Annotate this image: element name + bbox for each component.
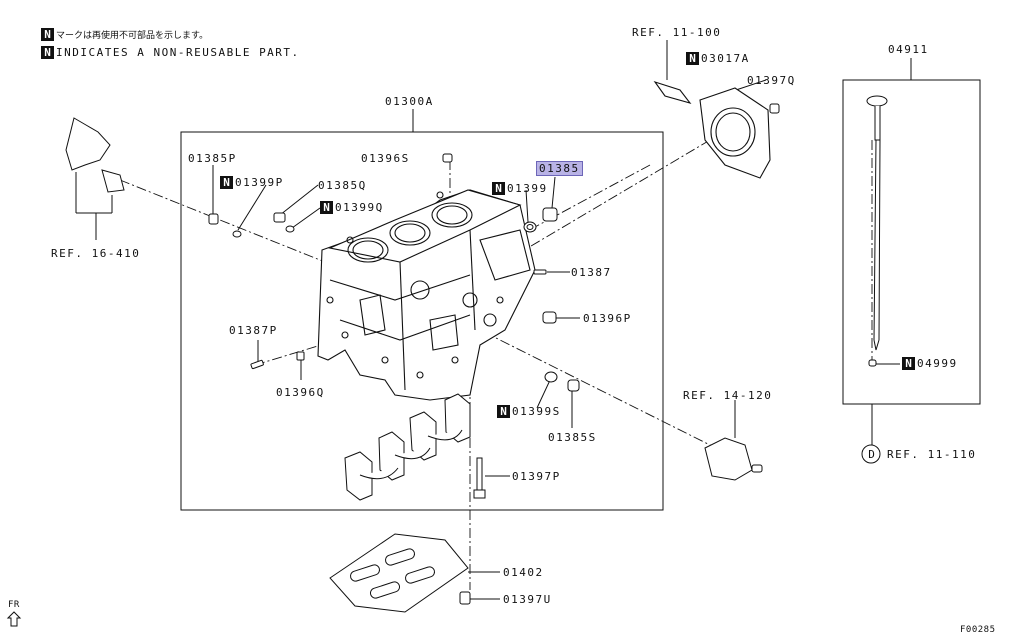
plug-01396s — [442, 153, 453, 163]
bolt-01397q — [769, 103, 780, 114]
pin-01387p — [250, 359, 264, 370]
oil-dipstick — [866, 95, 888, 351]
front-indicator-label: FR — [8, 600, 20, 610]
plug-01396q — [296, 351, 305, 361]
ref-16-410-part — [65, 117, 125, 193]
label-01397p: 01397P — [512, 470, 561, 483]
non-reusable-mark-icon: N — [220, 176, 233, 189]
non-reusable-mark-icon: N — [41, 28, 54, 41]
label-01397u: 01397U — [503, 593, 552, 606]
label-01402: 01402 — [503, 566, 544, 579]
plug-01385q — [273, 212, 286, 223]
non-reusable-mark-icon: N — [686, 52, 699, 65]
plug-01385s — [567, 379, 580, 392]
bearing-caps — [344, 393, 471, 501]
ring-04999 — [868, 359, 877, 367]
label-01300a: 01300A — [385, 95, 434, 108]
block-assembly-frame — [180, 131, 664, 511]
non-reusable-mark-icon: N — [497, 405, 510, 418]
pin-01387 — [533, 269, 547, 275]
label-01385-highlighted[interactable]: 01385 — [536, 161, 583, 176]
gasket-01399q — [285, 225, 295, 233]
bolt-01397u — [459, 591, 471, 605]
ref-d-marker-label: D — [868, 448, 875, 461]
bolt-01397p — [473, 457, 486, 499]
label-01387p: 01387P — [229, 324, 278, 337]
label-01396s: 01396S — [361, 152, 410, 165]
non-reusable-mark-icon: N — [41, 46, 54, 59]
non-reusable-mark-icon: N — [492, 182, 505, 195]
figure-code: F00285 — [960, 625, 996, 635]
plug-01385 — [542, 207, 558, 222]
label-01385s: 01385S — [548, 431, 597, 444]
ref-d-marker — [861, 444, 881, 464]
plug-01385p — [208, 213, 219, 225]
label-ref-11-100: REF. 11-100 — [632, 26, 722, 39]
label-01387: 01387 — [571, 266, 612, 279]
label-ref-16-410: REF. 16-410 — [51, 247, 141, 260]
rear-oil-seal-retainer — [653, 80, 771, 179]
dipstick-frame — [842, 79, 981, 405]
label-01396p: 01396P — [583, 312, 632, 325]
label-04911: 04911 — [888, 43, 929, 56]
gasket-01399p — [232, 230, 242, 238]
gasket-01399s — [544, 371, 558, 383]
cylinder-block — [317, 189, 536, 401]
label-01385p: 01385P — [188, 152, 237, 165]
plug-01396p — [542, 311, 557, 324]
label-01397q: 01397Q — [747, 74, 796, 87]
ref-14-120-part — [704, 437, 763, 481]
non-reusable-mark-icon: N — [320, 201, 333, 214]
non-reusable-mark-icon: N — [902, 357, 915, 370]
ladder-frame-01402 — [329, 533, 469, 613]
label-ref-14-120: REF. 14-120 — [683, 389, 773, 402]
front-arrow-icon — [6, 611, 22, 627]
label-01396q: 01396Q — [276, 386, 325, 399]
label-01385q: 01385Q — [318, 179, 367, 192]
label-ref-11-110: REF. 11-110 — [887, 448, 977, 461]
